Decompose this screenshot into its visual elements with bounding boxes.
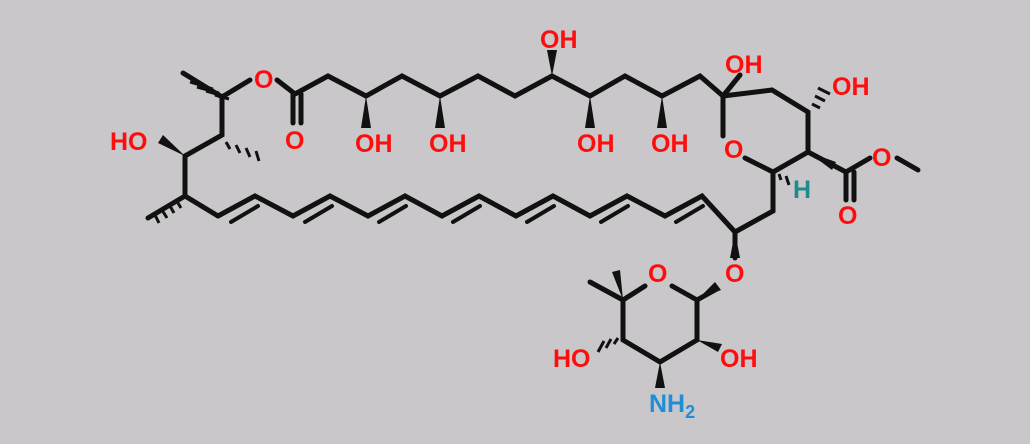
label-h-ring: H bbox=[793, 176, 811, 204]
label-nh2-main: NH bbox=[649, 390, 685, 418]
stereo-wedges bbox=[158, 50, 836, 388]
label-o-methyl-ester: O bbox=[872, 144, 891, 172]
stereo-hashes bbox=[152, 80, 831, 353]
label-oh-top: OH bbox=[540, 26, 578, 54]
polyene-double-bonds bbox=[229, 204, 705, 224]
label-nh2-subscript: 2 bbox=[685, 402, 695, 422]
label-o-ring: O bbox=[724, 136, 743, 164]
label-o-methyl-carbonyl: O bbox=[838, 202, 857, 230]
label-o-glycoside: O bbox=[725, 260, 744, 288]
label-oh-c2: OH bbox=[429, 130, 467, 158]
label-oh-sugar: OH bbox=[720, 345, 758, 373]
label-oh-ring-top: OH bbox=[725, 51, 763, 79]
label-o-carbonyl: O bbox=[285, 127, 304, 155]
label-o-sugar-ring: O bbox=[648, 260, 667, 288]
label-oh-ring-right: OH bbox=[832, 73, 870, 101]
label-oh-c4: OH bbox=[651, 130, 689, 158]
label-nh2: NH2 bbox=[649, 390, 695, 422]
label-oh-c1: OH bbox=[355, 130, 393, 158]
label-ho-sugar: HO bbox=[553, 345, 591, 373]
label-o-ester: O bbox=[254, 66, 273, 94]
label-oh-c3: OH bbox=[577, 130, 615, 158]
label-ho-left: HO bbox=[110, 128, 148, 156]
atom-labels: OH OH OH HO OH OH OH OH O O O H O O O O … bbox=[110, 26, 891, 422]
